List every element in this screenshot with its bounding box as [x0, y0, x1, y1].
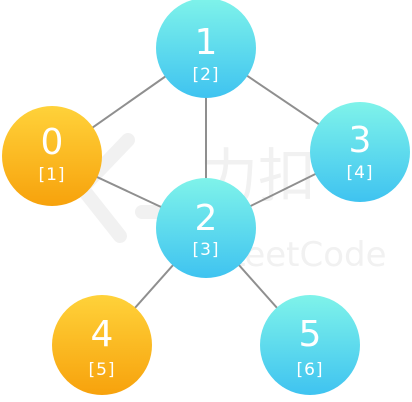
node-1-index: [2]: [192, 65, 219, 85]
node-4-index: [5]: [88, 360, 115, 380]
node-5-number: 5: [299, 314, 322, 355]
node-3: 3 [4]: [310, 102, 410, 202]
node-0-circle: [2, 106, 102, 206]
node-4-number: 4: [91, 314, 114, 355]
node-2-index: [3]: [192, 240, 219, 260]
node-1-circle: [156, 0, 256, 98]
node-3-number: 3: [349, 120, 372, 161]
node-5: 5 [6]: [260, 295, 360, 395]
node-4: 4 [5]: [52, 295, 152, 395]
node-2: 2 [3]: [156, 178, 256, 278]
node-0-number: 0: [41, 122, 64, 163]
node-5-index: [6]: [296, 360, 323, 380]
node-1: 1 [2]: [156, 0, 256, 98]
node-4-circle: [52, 295, 152, 395]
node-1-number: 1: [195, 22, 218, 63]
node-0-index: [1]: [38, 165, 65, 185]
node-5-circle: [260, 295, 360, 395]
node-2-number: 2: [195, 198, 218, 239]
node-0: 0 [1]: [2, 106, 102, 206]
node-2-circle: [156, 178, 256, 278]
node-3-circle: [310, 102, 410, 202]
node-3-index: [4]: [346, 163, 373, 183]
